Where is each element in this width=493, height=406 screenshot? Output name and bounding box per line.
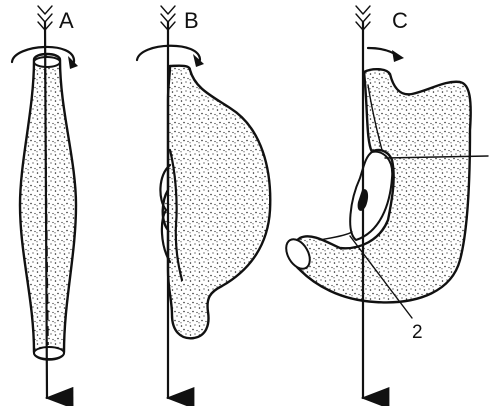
panel-a-label: A [59,8,74,33]
panel-c-callout-label: 2 [412,322,423,343]
panel-b-label: B [184,8,199,33]
panel-a: A [12,6,78,398]
panel-a-top-opening [34,57,60,67]
panel-c-rotation-arrowhead [392,50,404,62]
panel-b: B [137,6,270,398]
panel-c: 2 C [281,6,488,398]
panel-a-bottom-opening [34,347,64,359]
panel-c-ligament-line [320,232,352,240]
panel-c-label: C [392,8,408,33]
panel-b-stomach-body [163,66,271,339]
